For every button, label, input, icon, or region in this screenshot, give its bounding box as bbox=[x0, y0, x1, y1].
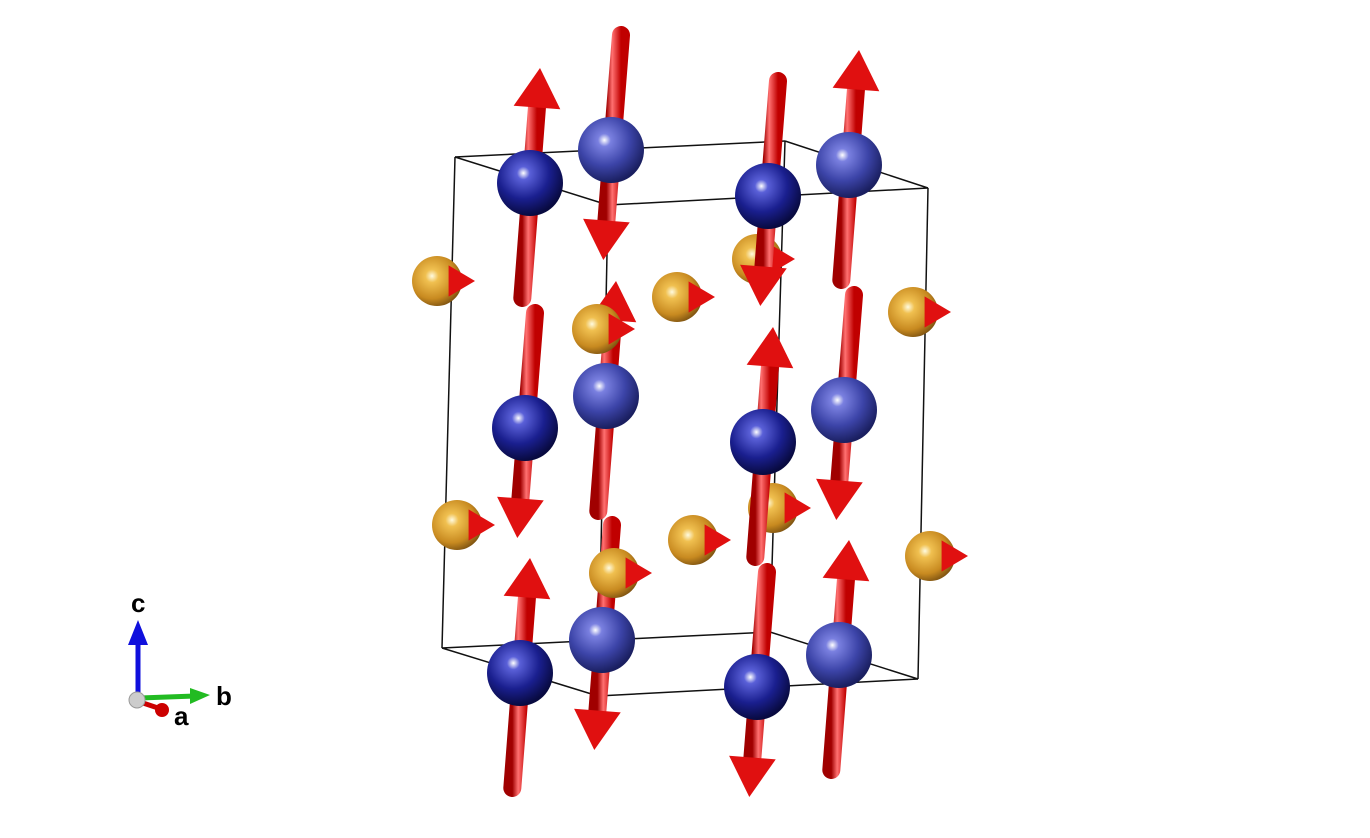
axis-label-c: c bbox=[131, 588, 145, 618]
magnetic-atom-front bbox=[487, 640, 553, 706]
gold-spin-arrow-head bbox=[924, 296, 951, 328]
axis-indicator: c b a bbox=[128, 588, 232, 731]
atoms-and-spins bbox=[395, 26, 968, 797]
magnetic-atom-front bbox=[735, 163, 801, 229]
magnetic-atom-back bbox=[806, 622, 872, 688]
cell-edge bbox=[917, 187, 929, 680]
magnetic-atom-back bbox=[816, 132, 882, 198]
spin-arrow-head bbox=[740, 264, 787, 306]
spin-arrow-head bbox=[746, 327, 794, 369]
spin-arrow-head bbox=[816, 478, 863, 520]
spin-arrow-head bbox=[503, 558, 551, 600]
magnetic-atom-back bbox=[573, 363, 639, 429]
spin-arrow-head bbox=[513, 68, 561, 110]
gold-spin-arrow-head bbox=[941, 540, 968, 572]
magnetic-atom-front bbox=[497, 150, 563, 216]
magnetic-atom-back bbox=[811, 377, 877, 443]
magnetic-atom-back bbox=[578, 117, 644, 183]
b-axis-arrowhead bbox=[190, 688, 210, 704]
gold-spin-arrow-head bbox=[768, 243, 795, 275]
axis-label-b: b bbox=[216, 681, 232, 711]
spin-arrow-head bbox=[583, 218, 630, 260]
spin-arrow-head bbox=[574, 708, 621, 750]
axis-origin bbox=[128, 691, 146, 709]
gold-spin-arrow-head bbox=[784, 492, 811, 524]
cell-edge bbox=[441, 156, 456, 649]
magnetic-atom-back bbox=[569, 607, 635, 673]
gold-spin-arrow-head bbox=[608, 313, 635, 345]
a-axis-arrowhead bbox=[155, 703, 169, 717]
gold-spin-arrow-head bbox=[448, 265, 475, 297]
magnetic-atom-front bbox=[730, 409, 796, 475]
spin-arrow-head bbox=[497, 496, 544, 538]
magnetic-atom-front bbox=[724, 654, 790, 720]
gold-spin-arrow-head bbox=[704, 524, 731, 556]
b-axis-arrow bbox=[139, 693, 196, 701]
gold-spin-arrow-head bbox=[625, 557, 652, 589]
axis-label-a: a bbox=[174, 701, 189, 731]
gold-spin-arrow-head bbox=[688, 281, 715, 313]
c-axis-arrowhead bbox=[128, 620, 148, 645]
gold-spin-arrow-head bbox=[468, 509, 495, 541]
magnetic-atom-front bbox=[492, 395, 558, 461]
spin-arrow-head bbox=[822, 540, 870, 582]
spin-arrow-head bbox=[729, 755, 776, 797]
spin-arrow-head bbox=[832, 50, 880, 92]
